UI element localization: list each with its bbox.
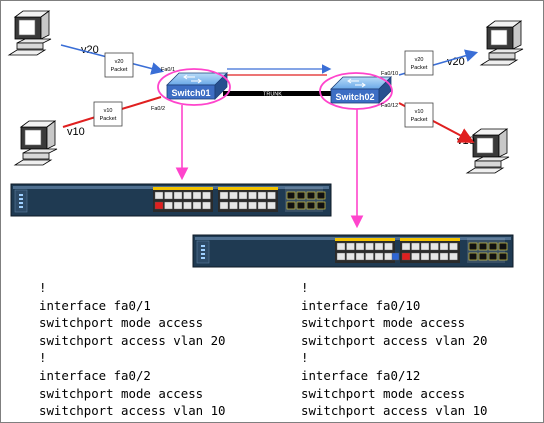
pc-top-right-icon xyxy=(480,20,524,66)
packet-text: Packet xyxy=(100,116,117,122)
switch02-port-fa0-10: Fa0/10 xyxy=(381,71,398,77)
switch02-icon: Switch02 xyxy=(330,76,392,104)
switch02-highlight xyxy=(319,72,393,110)
config-line: interface fa0/1 xyxy=(39,297,151,313)
switch01-hardware xyxy=(10,183,332,217)
config-line: switchport mode access xyxy=(301,385,466,401)
config-line: switchport mode access xyxy=(301,315,466,331)
packet-text: Packet xyxy=(411,65,428,71)
config-line: switchport access vlan 20 xyxy=(39,332,226,348)
switch01-port-fa0-2: Fa0/2 xyxy=(151,106,165,112)
config-line: ! xyxy=(301,420,488,422)
trunk-cable xyxy=(223,91,331,96)
switch01-port-fa0-1: Fa0/1 xyxy=(161,67,175,73)
switch01-name: Switch01 xyxy=(171,88,210,98)
packet-text: Packet xyxy=(111,67,128,73)
switch02-name: Switch02 xyxy=(335,92,374,102)
config-line: interface fa0/10 xyxy=(301,297,421,313)
switch01-highlight xyxy=(157,68,231,106)
packet-bottom-left: v10 Packet xyxy=(93,101,123,127)
config-line: ! xyxy=(39,350,47,366)
config-line: interface fa0/2 xyxy=(39,367,151,383)
config-line: ! xyxy=(301,350,309,366)
packet-top-left: v20 Packet xyxy=(104,52,134,78)
config-line: switchport access vlan 20 xyxy=(301,332,488,348)
config-line: switchport access vlan 10 xyxy=(39,403,226,419)
config-line: ! xyxy=(39,420,226,422)
config-line: ! xyxy=(301,280,309,295)
vlan-label-bottom-right: v10 xyxy=(457,135,475,147)
packet-top-right: v20 Packet xyxy=(404,50,434,76)
config-line: switchport access vlan 10 xyxy=(301,403,488,419)
config-line: switchport mode access xyxy=(39,385,204,401)
packet-vlan: v20 xyxy=(115,59,124,65)
packet-vlan: v10 xyxy=(104,108,113,114)
config-line: interface fa0/12 xyxy=(301,367,421,383)
switch01-icon: Switch01 xyxy=(166,72,228,100)
switch02-hardware xyxy=(192,234,514,268)
packet-vlan: v20 xyxy=(415,57,424,63)
pc-bottom-left-icon xyxy=(14,120,58,166)
pc-top-left-icon xyxy=(8,10,52,56)
packet-text: Packet xyxy=(411,117,428,123)
vlan-label-bottom-left: v10 xyxy=(67,126,85,138)
switch02-port-fa0-12: Fa0/12 xyxy=(381,103,398,109)
config-line: ! xyxy=(39,280,47,295)
config-line: switchport mode access xyxy=(39,315,204,331)
packet-bottom-right: v10 Packet xyxy=(404,102,434,128)
packet-vlan: v10 xyxy=(415,109,424,115)
trunk-label: TRUNK xyxy=(263,92,282,98)
